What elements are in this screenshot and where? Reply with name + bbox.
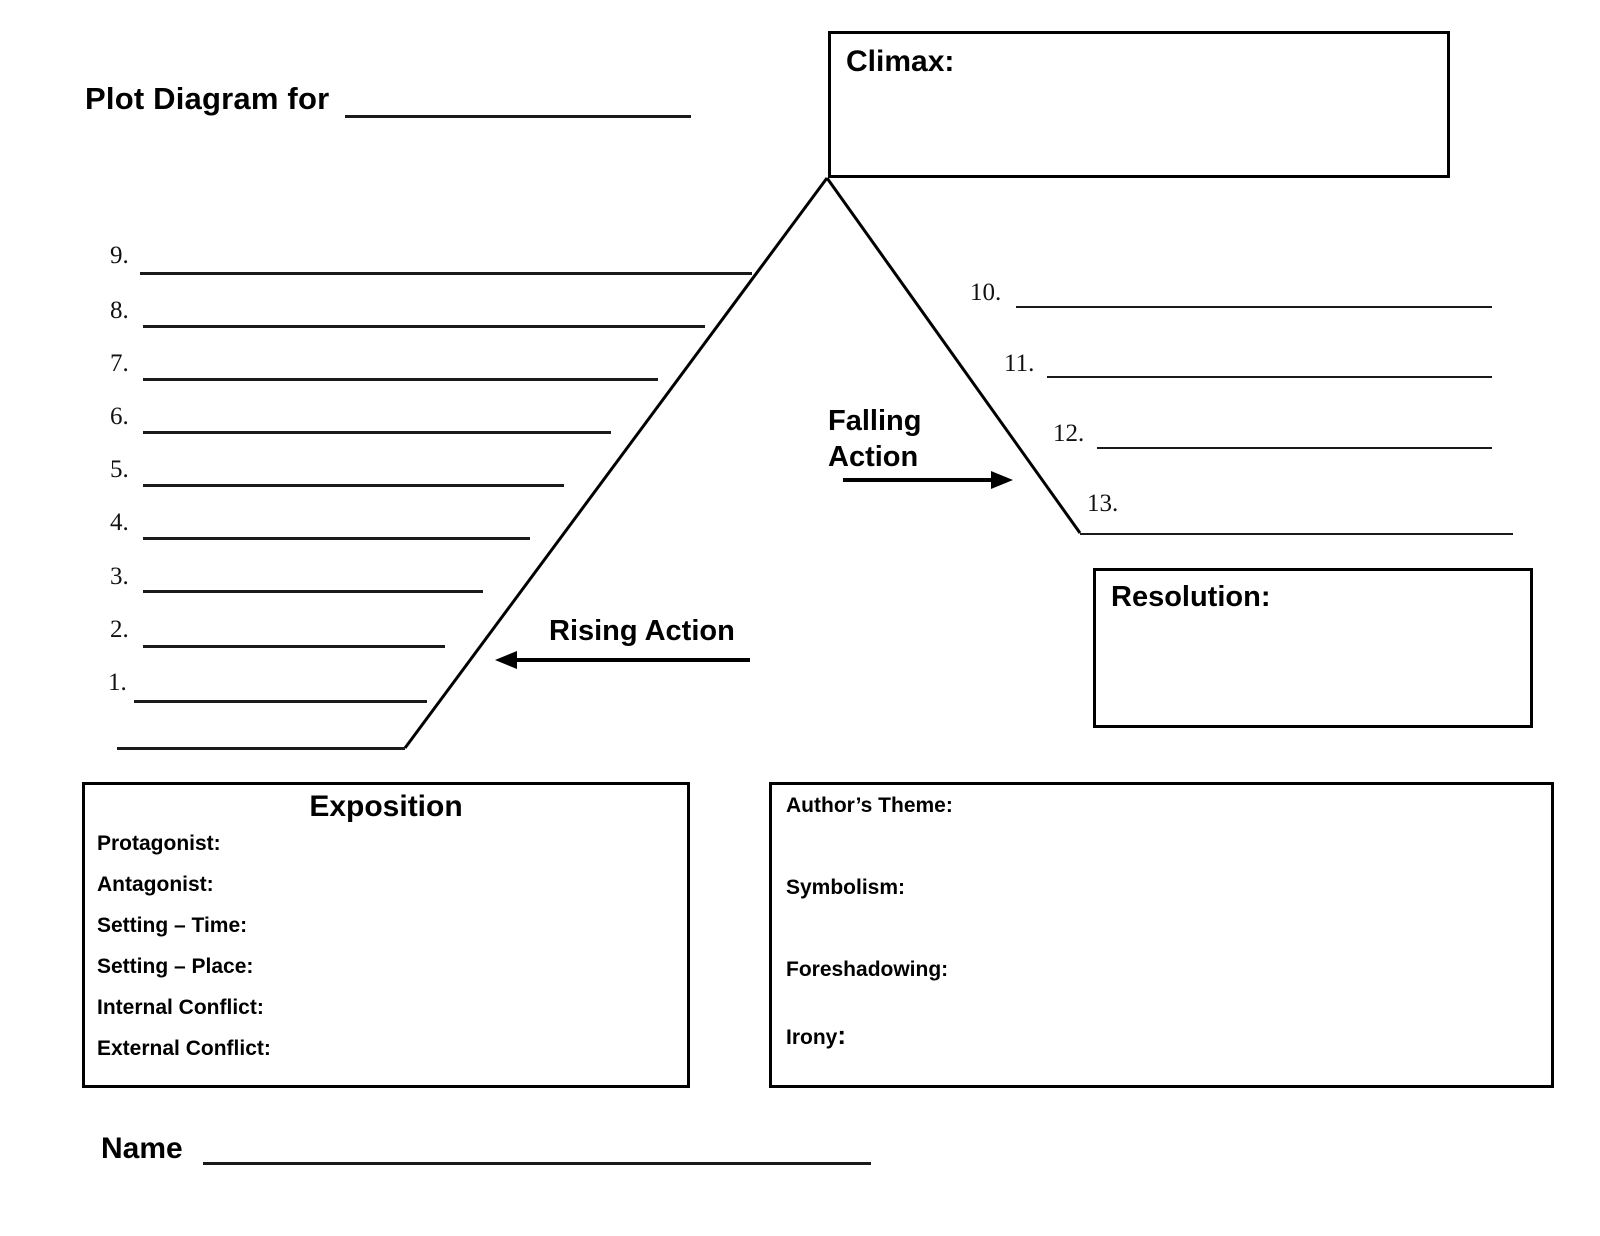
rising-item-line[interactable] <box>134 700 427 703</box>
rising-item-number: 9. <box>110 242 129 269</box>
exposition-field-label: Protagonist: <box>97 832 221 855</box>
rising-item-line[interactable] <box>143 590 483 593</box>
rising-item-line[interactable] <box>143 645 445 648</box>
falling-item-number: 12. <box>1053 420 1085 447</box>
falling-item-number: 11. <box>1004 350 1035 377</box>
literary-device-label: Author’s Theme: <box>786 794 953 817</box>
literary-device-label: Foreshadowing: <box>786 958 949 981</box>
literary-device-label: Symbolism: <box>786 876 906 899</box>
rising-item-line[interactable] <box>143 537 530 540</box>
literary-devices-box[interactable] <box>769 782 1554 1088</box>
rising-item-number: 4. <box>110 509 129 536</box>
exposition-field-label: External Conflict: <box>97 1037 271 1060</box>
rising-item-number: 7. <box>110 350 129 377</box>
exposition-field-label: Internal Conflict: <box>97 996 264 1019</box>
rising-action-arrow <box>495 651 750 669</box>
falling-item-line[interactable] <box>1016 306 1492 308</box>
falling-action-line-1: Falling <box>828 405 922 437</box>
rising-item-number: 6. <box>110 403 129 430</box>
falling-action-line-2: Action <box>828 441 919 474</box>
resolution-box[interactable] <box>1093 568 1533 728</box>
rising-item-line[interactable] <box>143 431 611 434</box>
rising-item-number: 3. <box>110 563 129 590</box>
falling-action-arrow <box>843 471 1013 489</box>
rising-item-number: 8. <box>110 297 129 324</box>
rising-item-line[interactable] <box>143 484 564 487</box>
name-blank-line[interactable] <box>203 1162 871 1165</box>
exposition-field-label: Setting – Place: <box>97 955 254 978</box>
exposition-box[interactable] <box>82 782 690 1088</box>
falling-item-number: 13. <box>1087 490 1119 517</box>
rising-item-line[interactable] <box>143 378 658 381</box>
name-label: Name <box>101 1132 183 1165</box>
exposition-field-label: Antagonist: <box>97 873 214 896</box>
exposition-baseline <box>117 747 405 750</box>
rising-item-number: 5. <box>110 456 129 483</box>
irony-colon: : <box>837 1020 847 1050</box>
literary-device-label: Irony: <box>786 1020 847 1050</box>
rising-item-number: 1. <box>108 669 127 696</box>
falling-item-number: 10. <box>970 279 1002 306</box>
title-blank-line[interactable] <box>345 115 691 118</box>
exposition-title: Exposition <box>309 790 463 823</box>
rising-item-number: 2. <box>110 616 129 643</box>
falling-action-label: Falling Action <box>828 403 988 476</box>
falling-item-line[interactable] <box>1047 376 1492 378</box>
rising-item-line[interactable] <box>140 272 752 275</box>
climax-box[interactable] <box>828 31 1450 178</box>
falling-item-line[interactable] <box>1080 533 1513 535</box>
falling-item-line[interactable] <box>1097 447 1492 449</box>
resolution-label: Resolution: <box>1111 581 1271 613</box>
climax-label: Climax: <box>846 45 955 78</box>
exposition-field-label: Setting – Time: <box>97 914 248 937</box>
page-title: Plot Diagram for <box>85 81 330 116</box>
rising-item-line[interactable] <box>143 325 705 328</box>
rising-action-label: Rising Action <box>549 615 735 647</box>
